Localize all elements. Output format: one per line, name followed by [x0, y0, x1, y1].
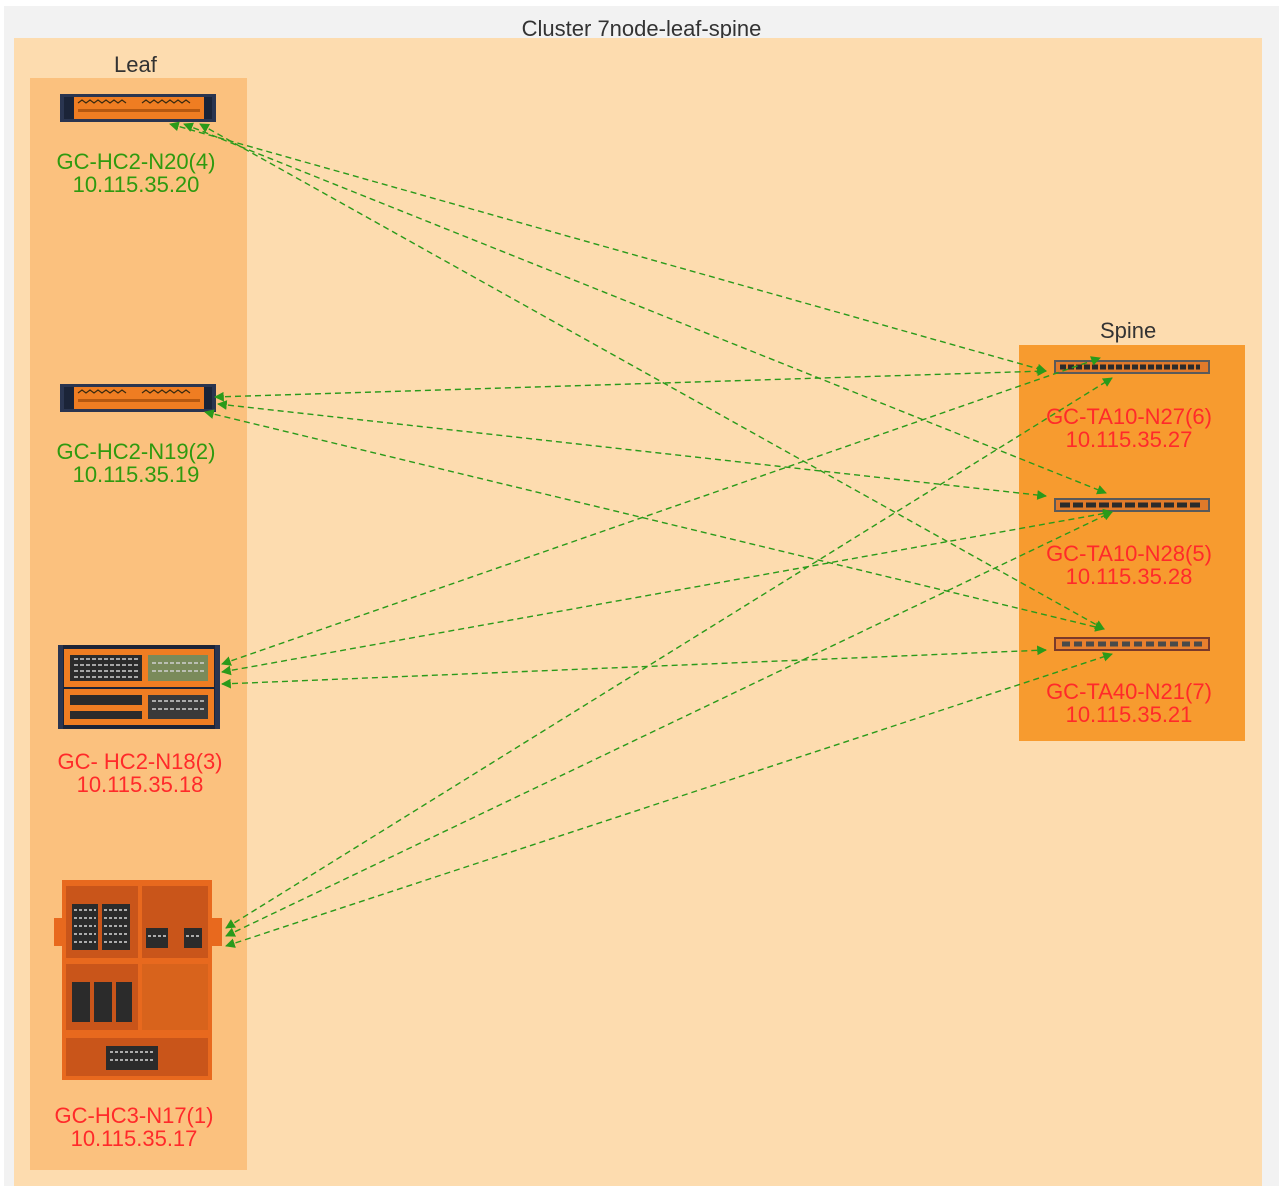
server-1u-icon[interactable] [58, 382, 218, 414]
link-n18-n28 [221, 508, 1113, 676]
node-name: GC- HC2-N18(3) [57, 749, 223, 774]
leaf-group-title: Leaf [114, 52, 157, 77]
link-n18-n27 [221, 356, 1101, 666]
node-ip: 10.115.35.18 [76, 772, 204, 797]
node-label: GC- HC2-N18(3) 10.115.35.18 [40, 750, 240, 796]
cluster-title: Cluster 7node-leaf-spine [521, 16, 762, 41]
chassis-2u-icon[interactable] [58, 645, 220, 729]
server-1u-icon[interactable] [58, 92, 218, 124]
spine-group-title: Spine [1100, 318, 1157, 343]
node-ip: 10.115.35.19 [72, 462, 200, 487]
node-ip: 10.115.35.17 [70, 1126, 198, 1151]
chassis-large-icon[interactable] [54, 878, 222, 1082]
node-name: GC-HC3-N17(1) [54, 1103, 214, 1128]
link-n19-n27 [214, 366, 1047, 402]
link-n17-n28 [225, 511, 1113, 937]
link-n20-n27 [169, 121, 1047, 374]
link-n19-n21 [204, 409, 1105, 632]
link-n19-n28 [217, 400, 1047, 500]
link-n18-n21 [221, 645, 1047, 689]
link-n17-n21 [225, 652, 1113, 948]
node-name: GC-HC2-N19(2) [56, 439, 216, 464]
link-n20-n28 [183, 122, 1107, 495]
link-n20-n21 [199, 123, 1105, 630]
node-label: GC-HC3-N17(1) 10.115.35.17 [34, 1104, 234, 1150]
link-n17-n27 [225, 377, 1113, 929]
node-label: GC-HC2-N19(2) 10.115.35.19 [36, 440, 236, 486]
node-ip: 10.115.35.20 [72, 172, 200, 197]
